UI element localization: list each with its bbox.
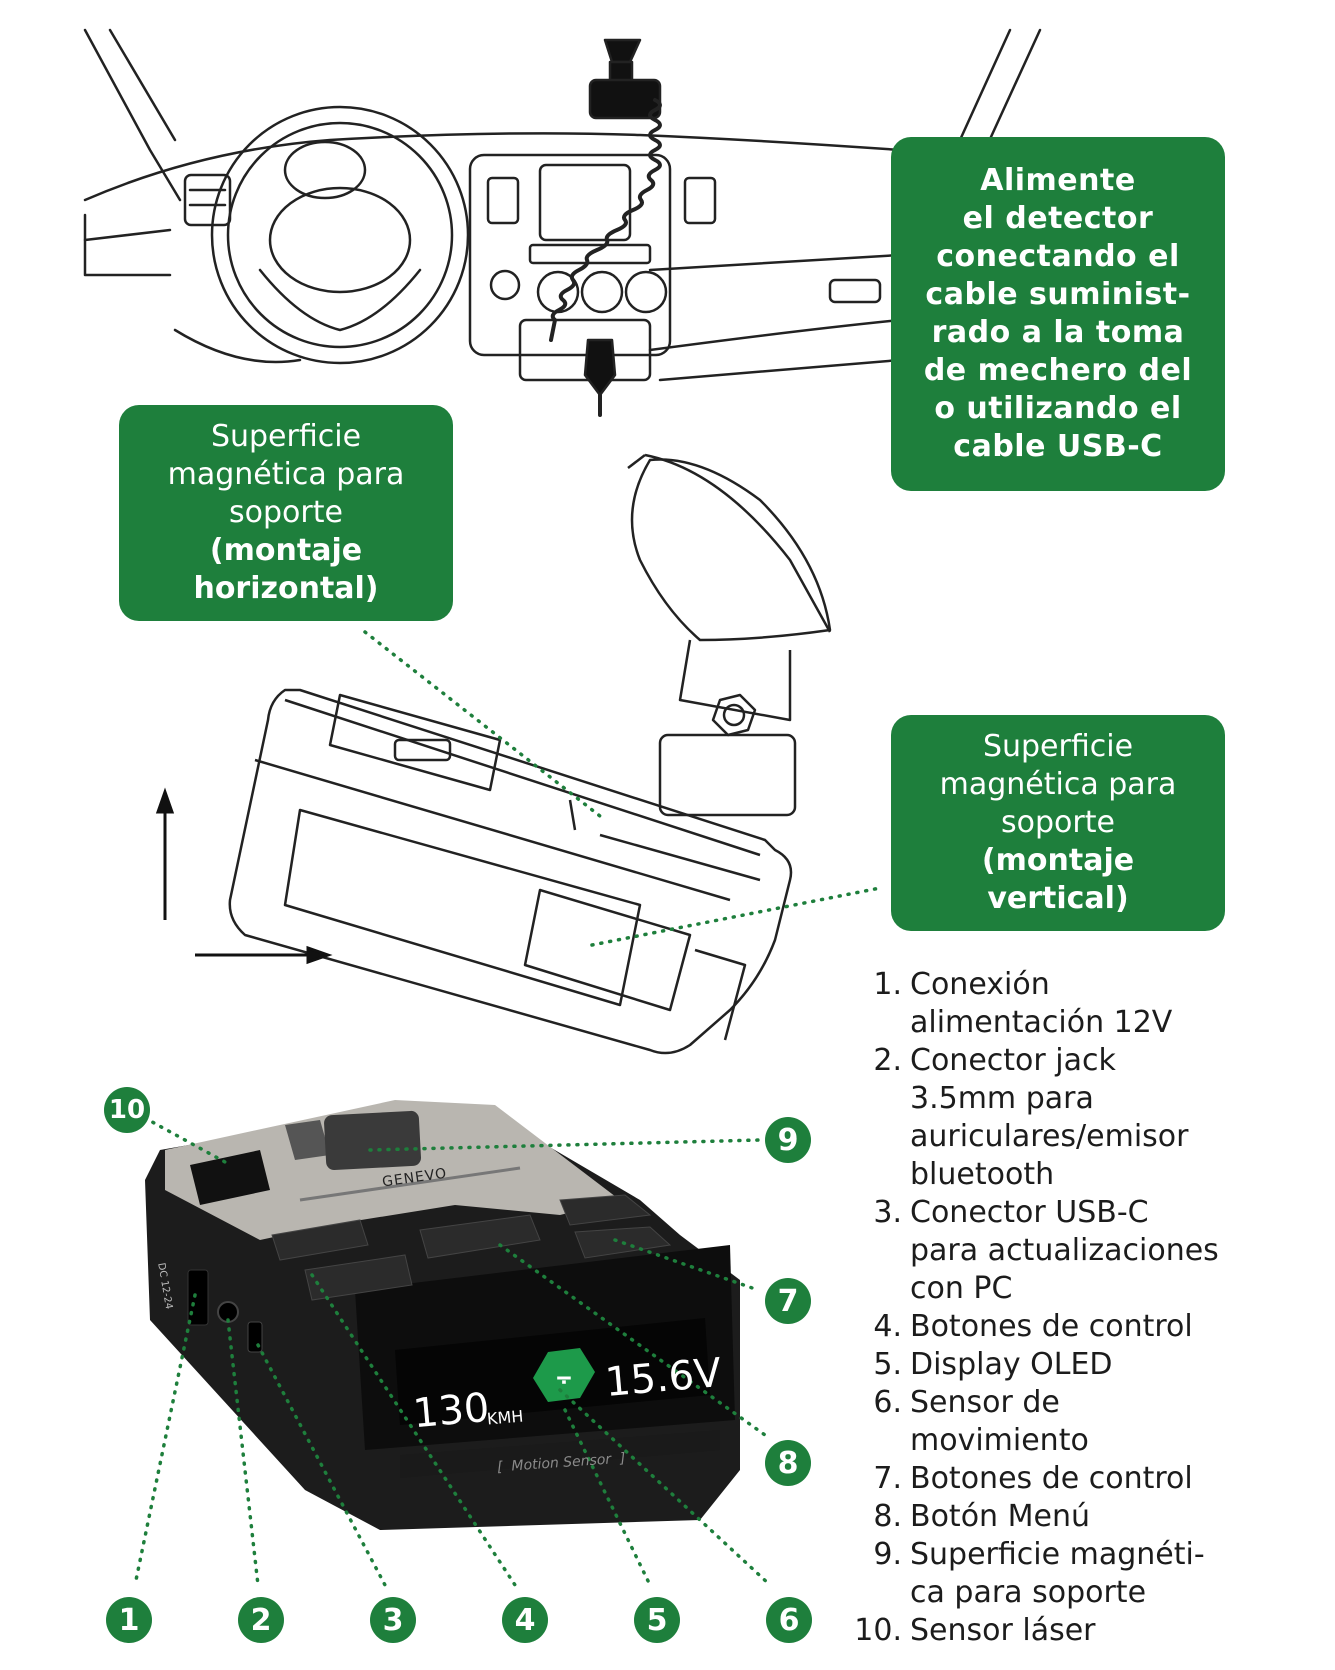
badge-2: 2	[238, 1597, 284, 1643]
badge-10: 10	[104, 1087, 150, 1133]
oled-speed-unit: KMH	[486, 1406, 525, 1429]
callout-horizontal-bold: (montaje horizontal)	[193, 533, 379, 606]
radar-detector: ⨪	[145, 1100, 740, 1530]
legend-item: 8.Botón Menú	[846, 1498, 1246, 1536]
badge-5: 5	[634, 1597, 680, 1643]
suction-mount-illustration	[627, 453, 832, 817]
legend-number: 3.	[873, 1195, 902, 1230]
legend-item: 1.Conexión alimentación 12V	[846, 966, 1246, 1042]
legend-item: 9.Superficie magnéti- ca para soporte	[846, 1536, 1246, 1612]
callout-power-text: Alimente el detector conectando el cable…	[923, 163, 1193, 464]
legend-number: 2.	[873, 1043, 902, 1078]
callout-horizontal-mount: Superficie magnética para soporte (monta…	[119, 405, 453, 621]
legend-text: Botones de control	[910, 1461, 1193, 1496]
badge-9: 9	[765, 1117, 811, 1163]
legend-number: 1.	[873, 967, 902, 1002]
legend-text: Sensor de movimiento	[910, 1385, 1089, 1458]
callout-vertical-mount: Superficie magnética para soporte (monta…	[891, 715, 1225, 931]
oled-speed: 130	[411, 1384, 492, 1438]
legend-text: Conector jack 3.5mm para auriculares/emi…	[910, 1043, 1189, 1192]
badge-6: 6	[766, 1597, 812, 1643]
callout-horizontal-text: Superficie magnética para soporte	[167, 419, 405, 530]
leader-lines	[133, 630, 882, 1587]
badge-7: 7	[765, 1278, 811, 1324]
legend-number: 4.	[873, 1309, 902, 1344]
badge-4: 4	[502, 1597, 548, 1643]
svg-text:⨪: ⨪	[556, 1361, 571, 1391]
legend-text: Conector USB-C para actualizaciones con …	[910, 1195, 1219, 1306]
legend-number: 5.	[873, 1347, 902, 1382]
callout-vertical-bold: (montaje vertical)	[981, 843, 1135, 916]
car-dashboard-illustration	[83, 28, 1042, 417]
callout-vertical-text: Superficie magnética para soporte	[939, 729, 1177, 840]
legend-text: Conexión alimentación 12V	[910, 967, 1173, 1040]
legend-item: 5.Display OLED	[846, 1346, 1246, 1384]
legend-text: Superficie magnéti- ca para soporte	[910, 1537, 1205, 1610]
legend-item: 3.Conector USB-C para actualizaciones co…	[846, 1194, 1246, 1308]
badge-3: 3	[370, 1597, 416, 1643]
legend-number: 9.	[873, 1537, 902, 1572]
legend-number: 10.	[854, 1613, 902, 1648]
legend-number: 7.	[873, 1461, 902, 1496]
orientation-arrows	[155, 787, 333, 965]
legend-item: 7.Botones de control	[846, 1460, 1246, 1498]
legend-text: Botón Menú	[910, 1499, 1090, 1534]
badge-1: 1	[106, 1597, 152, 1643]
legend-text: Botones de control	[910, 1309, 1193, 1344]
legend-text: Sensor láser	[910, 1613, 1096, 1648]
legend-item: 2.Conector jack 3.5mm para auriculares/e…	[846, 1042, 1246, 1194]
legend-number: 8.	[873, 1499, 902, 1534]
badge-8: 8	[765, 1440, 811, 1486]
legend-number: 6.	[873, 1385, 902, 1420]
callout-power: Alimente el detector conectando el cable…	[891, 137, 1225, 491]
legend-item: 6.Sensor de movimiento	[846, 1384, 1246, 1460]
legend-list: 1.Conexión alimentación 12V 2.Conector j…	[846, 966, 1246, 1650]
legend-item: 10.Sensor láser	[846, 1612, 1246, 1650]
legend-item: 4.Botones de control	[846, 1308, 1246, 1346]
device-outline-illustration	[228, 688, 793, 1055]
legend-text: Display OLED	[910, 1347, 1113, 1382]
